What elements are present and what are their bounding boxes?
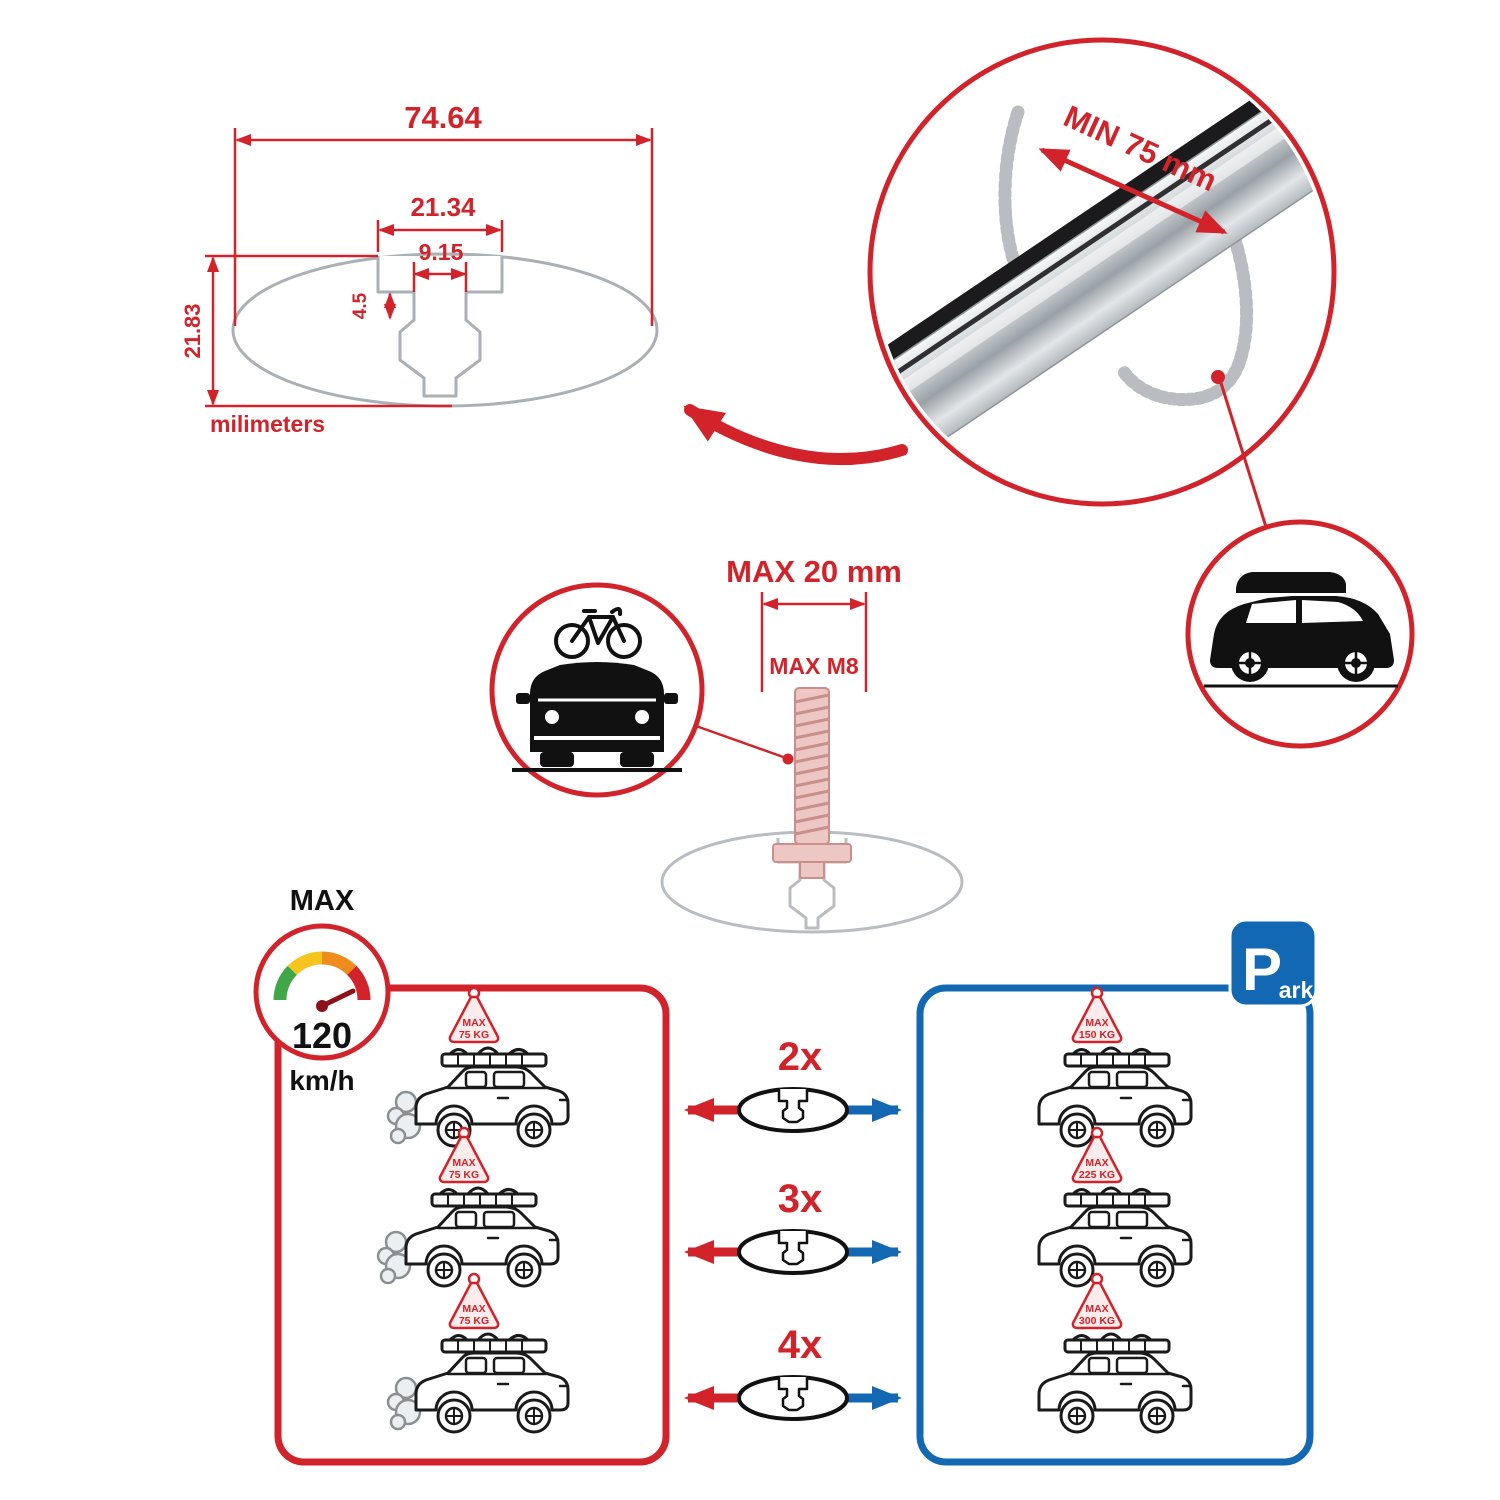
flag-weight: 75 KG <box>459 1029 489 1041</box>
load-flags: MAX 75 KG MAX 75 KG MAX 75 KG MAX 150 KG… <box>438 986 1123 1330</box>
dim-channel-width: 21.34 <box>410 192 476 222</box>
flag-weight: 300 KG <box>1079 1315 1115 1327</box>
leader-dot <box>1211 370 1225 384</box>
right-rail-coil <box>1117 223 1254 407</box>
dim-slot-width: 9.15 <box>419 239 464 265</box>
circle-leader-line <box>1219 382 1268 528</box>
dim-total-width: 74.64 <box>404 100 482 135</box>
bolt-leader-line <box>695 724 787 760</box>
speed-badge-ring <box>253 923 391 1061</box>
dim-lip-depth: 4.5 <box>350 292 371 319</box>
flag-top: MAX <box>1085 1303 1108 1315</box>
t-bolt <box>772 687 852 879</box>
flag-top: MAX <box>1085 1157 1108 1169</box>
profile-t-slot <box>376 256 504 398</box>
flag-weight: 75 KG <box>449 1169 479 1181</box>
flag-top: MAX <box>1085 1017 1108 1029</box>
car-front <box>512 662 682 772</box>
dim-total-height: 21.83 <box>180 303 205 358</box>
bicycle <box>554 607 642 659</box>
speed-max-label: MAX <box>290 885 355 917</box>
flag-parked-1: MAX 150 KG <box>1071 986 1123 1044</box>
bolt-section: MAX 20 mm MAX M8 <box>660 554 964 934</box>
zoom-to-drawing-arrow <box>683 404 908 465</box>
max-bolt-label: MAX M8 <box>769 653 859 679</box>
flag-top: MAX <box>462 1303 485 1315</box>
flag-top: MAX <box>452 1157 475 1169</box>
flag-parked-3: MAX 300 KG <box>1071 1272 1123 1330</box>
bar-count-2: 3x <box>778 1177 823 1221</box>
cross-section-drawing: 74.64 21.34 9.15 4.5 21.83 milimeters <box>180 100 659 437</box>
bar-zoom-circle: MIN 75 mm <box>867 37 1337 507</box>
parking-letter: P <box>1242 936 1282 1003</box>
bolt-leader-dot <box>782 753 794 765</box>
flag-driving-3: MAX 75 KG <box>448 1272 500 1330</box>
flag-weight: 150 KG <box>1079 1029 1115 1041</box>
bar-count-3: 4x <box>778 1323 823 1367</box>
flag-driving-2: MAX 75 KG <box>438 1126 490 1184</box>
bar-count-rows: 2x 3x 4x <box>684 1035 902 1421</box>
speed-value: 120 <box>292 1015 352 1056</box>
bike-car-circle <box>489 582 705 798</box>
bar-count-1: 2x <box>778 1035 823 1079</box>
flag-parked-2: MAX 225 KG <box>1071 1126 1123 1184</box>
speed-gauge <box>273 951 371 1001</box>
units-label: milimeters <box>210 411 325 437</box>
suv-with-roofbox <box>1204 572 1398 688</box>
flag-weight: 225 KG <box>1079 1169 1115 1181</box>
suv-circle <box>1185 519 1415 749</box>
flag-driving-1: MAX 75 KG <box>448 986 500 1044</box>
min-span-arrow <box>1038 147 1228 235</box>
max-width-label: MAX 20 mm <box>726 554 902 589</box>
flag-top: MAX <box>462 1017 485 1029</box>
flag-weight: 75 KG <box>459 1315 489 1327</box>
parking-suffix: ark <box>1279 977 1314 1003</box>
speed-unit: km/h <box>289 1065 354 1096</box>
parking-sign: P ark <box>1228 918 1318 1008</box>
speed-badge: MAX 120 km/h <box>253 885 391 1096</box>
